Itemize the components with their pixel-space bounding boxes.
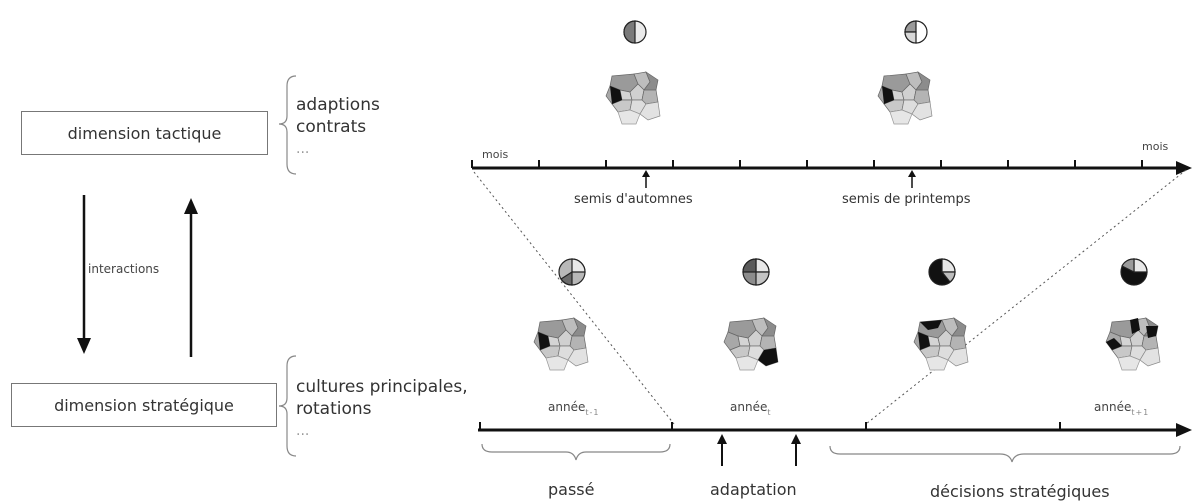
year-label-next: annéet+1 [1094,400,1150,417]
pie-chart-icon [928,258,956,286]
pie-chart-icon [1120,258,1148,286]
period-past: passé [548,480,595,499]
parcel-map-icon [723,317,779,371]
pie-chart-icon [558,258,586,286]
event-autumn-sowing: semis d'automnes [574,192,693,207]
tactical-dimension-box: dimension tactique [21,111,268,155]
year-label-current: annéet [730,400,772,417]
strategic-items-list: cultures principales, rotations ... [296,376,468,442]
top-timeline-unit-right: mois [1142,140,1169,153]
pie-chart-icon [742,258,770,286]
tactical-dimension-label: dimension tactique [67,123,222,143]
tactical-items-list: adaptions contrats ... [296,94,380,160]
parcel-map-icon [913,317,969,371]
top-timeline-unit-left: mois [482,148,509,161]
strategic-dimension-label: dimension stratégique [54,395,234,415]
pie-chart-icon [623,20,647,44]
event-spring-sowing: semis de printemps [842,192,971,207]
strategic-item: rotations [296,399,372,419]
strategic-dimension-box: dimension stratégique [11,383,277,427]
tactical-item: adaptions [296,95,380,115]
year-label-previous: annéet-1 [548,400,600,417]
strategic-item-ellipsis: ... [296,423,310,439]
tactical-item-ellipsis: ... [296,141,310,157]
tactical-item: contrats [296,117,367,137]
parcel-map-icon [1105,317,1161,371]
strategic-item: cultures principales, [296,377,468,397]
parcel-map-icon [877,71,933,125]
interactions-label: interactions [88,262,160,276]
period-adaptation: adaptation [710,480,797,499]
parcel-map-icon [605,71,661,125]
pie-chart-icon [904,20,928,44]
parcel-map-icon [533,317,589,371]
period-strategic-decisions: décisions stratégiques [930,482,1110,501]
